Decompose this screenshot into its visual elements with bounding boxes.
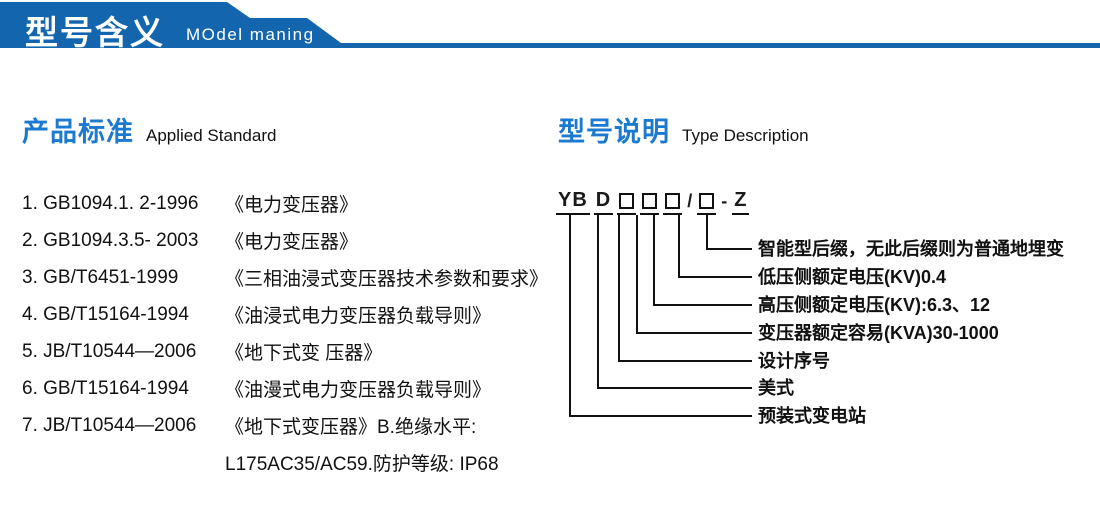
- connector-line: [706, 248, 752, 250]
- list-item: L175AC35/AC59.防护等级: IP68: [22, 444, 552, 481]
- connector-line: [618, 215, 620, 362]
- connector-line: [569, 215, 571, 417]
- page-title: 型号含义: [25, 14, 165, 51]
- standard-code: 3. GB/T6451-1999: [22, 266, 179, 288]
- type-description-heading-en: Type Description: [682, 126, 809, 145]
- legend-label: 预装式变电站: [758, 406, 866, 426]
- list-item: 2. GB1094.3.5- 2003 《电力变压器》: [22, 222, 552, 259]
- placeholder-box-icon: [665, 193, 681, 209]
- standard-code: 6. GB/T15164-1994: [22, 377, 189, 399]
- header-banner: [0, 2, 1100, 48]
- standard-title: L175AC35/AC59.防护等级: IP68: [225, 454, 499, 475]
- placeholder-box-icon: [699, 193, 715, 209]
- connector-line: [636, 215, 638, 334]
- code-box-group: [617, 193, 637, 215]
- code-series-group: D: [593, 189, 614, 215]
- type-description-heading-cn: 型号说明: [558, 117, 670, 147]
- standard-code: 4. GB/T15164-1994: [22, 303, 189, 325]
- placeholder-box-icon: [642, 193, 658, 209]
- legend-label: 智能型后缀，无此后缀则为普通地埋变: [758, 239, 1064, 259]
- list-item: 5. JB/T10544—2006 《地下式变 压器》: [22, 333, 552, 370]
- product-standard-heading-cn: 产品标准: [22, 117, 134, 147]
- standard-title: 《电力变压器》: [225, 195, 359, 216]
- standard-code: 2. GB1094.3.5- 2003: [22, 229, 199, 251]
- legend-label: 美式: [758, 378, 794, 398]
- connector-line: [569, 415, 752, 417]
- standard-title: 《油漫式电力变压器负载导则》: [225, 380, 492, 401]
- code-prefix: YB: [558, 189, 588, 211]
- code-box-group: [663, 193, 683, 215]
- code-suffix: Z: [734, 189, 748, 211]
- code-series: D: [595, 189, 612, 211]
- standard-code: 5. JB/T10544—2006: [22, 340, 197, 362]
- type-description-heading: 型号说明 Type Description: [558, 110, 809, 149]
- connector-line: [636, 332, 752, 334]
- list-item: 1. GB1094.1. 2-1996 《电力变压器》: [22, 185, 552, 222]
- standard-title: 《油浸式电力变压器负载导则》: [225, 306, 492, 327]
- legend-label: 变压器额定容易(KVA)30-1000: [758, 323, 999, 343]
- connector-line: [706, 215, 708, 250]
- list-item: 7. JB/T10544—2006 《地下式变压器》B.绝缘水平:: [22, 407, 552, 444]
- connector-line: [653, 215, 655, 306]
- connector-line: [597, 215, 599, 389]
- connector-line: [678, 215, 680, 278]
- page-subtitle: MOdel maning: [186, 25, 315, 44]
- model-code: YB D / - Z: [556, 189, 750, 215]
- standard-code: 1. GB1094.1. 2-1996: [22, 192, 199, 214]
- code-suffix-group: Z: [732, 189, 750, 215]
- code-prefix-group: YB: [556, 190, 590, 215]
- code-slash: /: [687, 191, 693, 211]
- standards-list: 1. GB1094.1. 2-1996 《电力变压器》 2. GB1094.3.…: [22, 185, 552, 481]
- legend-label: 高压侧额定电压(KV):6.3、12: [758, 295, 991, 315]
- connector-line: [678, 276, 752, 278]
- code-dash: -: [721, 191, 728, 211]
- connector-line: [653, 304, 752, 306]
- standard-title: 《电力变压器》: [225, 232, 359, 253]
- placeholder-box-icon: [619, 193, 635, 209]
- list-item: 6. GB/T15164-1994 《油漫式电力变压器负载导则》: [22, 370, 552, 407]
- code-box-group: [697, 193, 717, 215]
- standard-title: 《地下式变压器》B.绝缘水平:: [225, 417, 477, 438]
- legend-label: 低压侧额定电压(KV)0.4: [758, 267, 947, 287]
- standard-title: 《地下式变 压器》: [225, 343, 383, 364]
- list-item: 4. GB/T15164-1994 《油浸式电力变压器负载导则》: [22, 296, 552, 333]
- standard-code: 7. JB/T10544—2006: [22, 414, 197, 436]
- legend-label: 设计序号: [758, 351, 830, 371]
- product-standard-heading-en: Applied Standard: [146, 126, 277, 145]
- list-item: 3. GB/T6451-1999 《三相油浸式变压器技术参数和要求》: [22, 259, 552, 296]
- product-standard-heading: 产品标准 Applied Standard: [22, 110, 276, 149]
- code-box-group: [640, 193, 660, 215]
- connector-line: [597, 387, 752, 389]
- standard-title: 《三相油浸式变压器技术参数和要求》: [225, 269, 549, 290]
- connector-line: [618, 360, 752, 362]
